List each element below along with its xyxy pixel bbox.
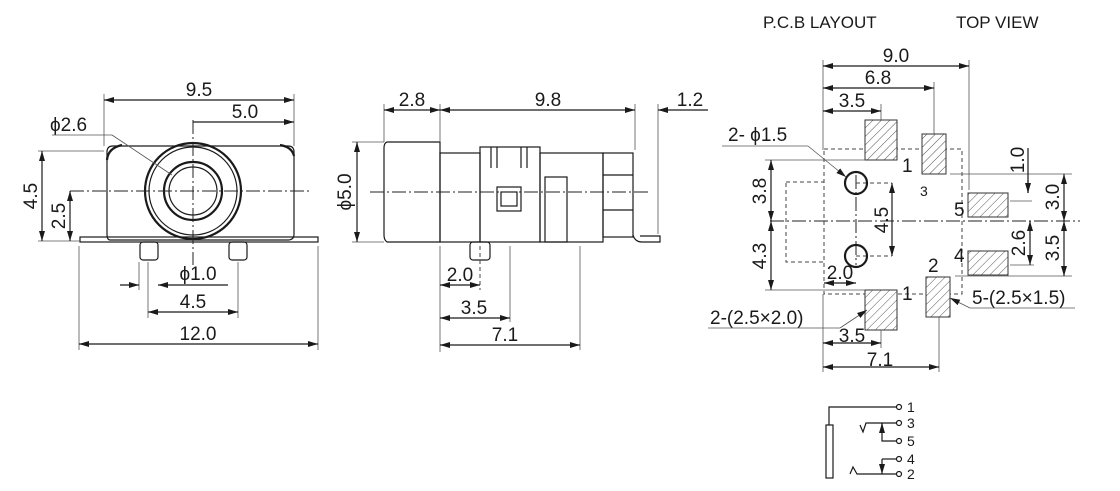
pad-5 xyxy=(967,192,1009,218)
dim-1-0: 1.0 xyxy=(1008,147,1029,173)
pad-label: 4 xyxy=(954,246,965,267)
pad-label: 5 xyxy=(954,200,965,221)
dim-3-5: 3.5 xyxy=(461,298,487,319)
front-pin-left xyxy=(139,241,159,261)
dim-3-0: 3.0 xyxy=(1043,184,1064,210)
dim-phi-5-0: ϕ5.0 xyxy=(335,173,356,210)
dim-4-5-holes: 4.5 xyxy=(872,207,893,233)
side-view: 2.8 9.8 1.2 ϕ5.0 2.0 3.5 7.1 xyxy=(335,90,708,352)
pad-4 xyxy=(967,250,1009,276)
dim-1-2: 1.2 xyxy=(677,90,703,111)
dim-phi-1-0: ϕ1.0 xyxy=(179,264,216,285)
dim-3-8: 3.8 xyxy=(750,178,771,204)
dim-4-5-height: 4.5 xyxy=(21,183,42,209)
pad-2 xyxy=(925,276,951,318)
top-view-title: TOP VIEW xyxy=(956,13,1039,32)
dim-12-0: 12.0 xyxy=(180,324,217,345)
dim-9-5: 9.5 xyxy=(186,80,212,101)
small-pads-note: 5-(2.5×1.5) xyxy=(972,288,1065,309)
dim-2-0: 2.0 xyxy=(447,265,473,286)
dim-7-1: 7.1 xyxy=(492,325,518,346)
dim-9-8: 9.8 xyxy=(535,90,561,111)
pad-label: 2 xyxy=(928,256,939,277)
schematic-pin-label: 2 xyxy=(907,466,915,482)
front-view: 9.5 5.0 ϕ2.6 4.5 2.5 ϕ1.0 4.5 12.0 xyxy=(21,80,319,350)
side-pin xyxy=(469,241,491,261)
dim-2-5: 2.5 xyxy=(49,203,70,229)
pad-3 xyxy=(921,133,947,175)
dim-phi-2-6: ϕ2.6 xyxy=(50,115,87,136)
schematic-pin-label: 5 xyxy=(907,433,915,449)
schematic: 1 3 5 4 2 xyxy=(825,399,915,482)
dim-7-1-pcb: 7.1 xyxy=(867,350,893,371)
pad-label: 1 xyxy=(902,284,913,305)
hole-bottom xyxy=(843,243,869,269)
pad-1-bottom xyxy=(864,289,898,331)
hole-top xyxy=(843,170,869,196)
pad-1-top xyxy=(864,119,898,161)
pcb-layout-title: P.C.B LAYOUT xyxy=(763,13,877,32)
front-tabs xyxy=(79,236,319,243)
dim-4-3: 4.3 xyxy=(750,243,771,269)
schematic-pin-label: 1 xyxy=(907,399,915,415)
pad-label: 3 xyxy=(920,183,928,199)
dim-3-5-bottom: 3.5 xyxy=(839,326,865,347)
schematic-plug xyxy=(825,424,834,479)
front-body xyxy=(106,145,295,241)
dim-6-8: 6.8 xyxy=(865,68,891,89)
big-pads-note: 2-(2.5×2.0) xyxy=(710,308,803,329)
pad-label: 1 xyxy=(902,156,913,177)
dim-2-0-pcb: 2.0 xyxy=(827,263,853,284)
front-pin-right xyxy=(228,241,248,261)
dim-2-6: 2.6 xyxy=(1009,230,1030,256)
dim-2-8: 2.8 xyxy=(399,90,425,111)
side-barrel xyxy=(383,141,441,243)
dim-9-0: 9.0 xyxy=(883,46,909,67)
side-body xyxy=(479,146,541,243)
holes-note: 2- ϕ1.5 xyxy=(728,125,787,146)
schematic-pin-label: 4 xyxy=(907,451,915,467)
dim-3-5-top: 3.5 xyxy=(839,91,865,112)
dim-5-0: 5.0 xyxy=(232,102,258,123)
schematic-pin-label: 3 xyxy=(907,415,915,431)
dim-3-5-right: 3.5 xyxy=(1043,235,1064,261)
pcb-layout: P.C.B LAYOUT TOP VIEW 1 3 5 4 2 1 9.0 6.… xyxy=(708,13,1080,372)
dim-4-5-pitch: 4.5 xyxy=(180,292,206,313)
